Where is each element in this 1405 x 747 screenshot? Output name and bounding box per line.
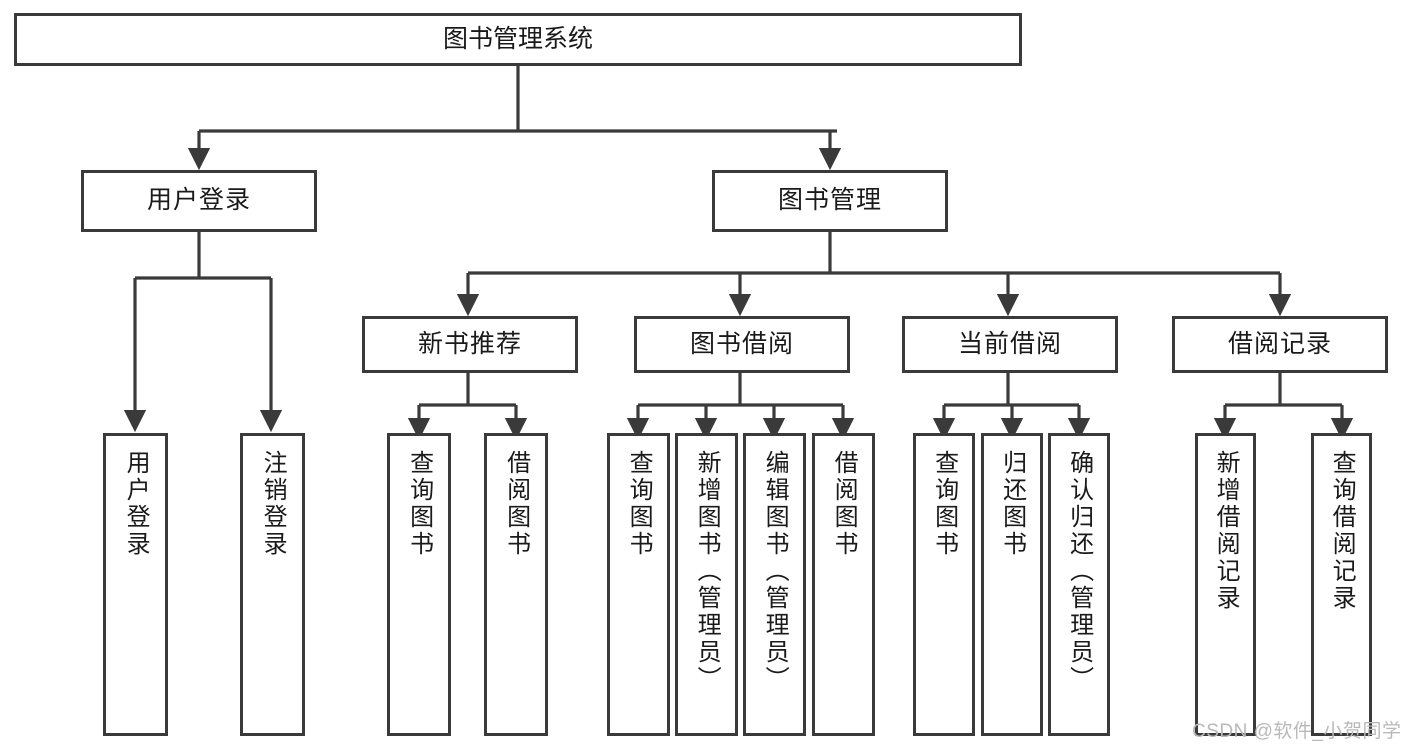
node-user-login-label: 用户登录 (146, 186, 251, 215)
node-borrow-record-label: 借阅记录 (1227, 329, 1332, 358)
leaf-user-login-signin[interactable]: 用户登录 (103, 433, 168, 736)
node-root-label: 图书管理系统 (442, 24, 593, 53)
leaf-label: 新增借阅记录 (1212, 450, 1240, 612)
csdn-watermark: CSDN @软件_小贺同学 (1192, 721, 1402, 742)
node-book-management[interactable]: 图书管理 (712, 170, 948, 232)
leaf-label: 查询图书 (930, 450, 958, 558)
node-book-management-label: 图书管理 (777, 186, 882, 215)
leaf-label: 归还图书 (998, 450, 1026, 558)
leaf-current-borrow-query[interactable]: 查询图书 (913, 433, 975, 736)
leaf-book-borrow-edit[interactable]: 编辑图书（管理员） (743, 433, 806, 736)
leaf-new-book-borrow[interactable]: 借阅图书 (484, 433, 548, 736)
node-borrow-record[interactable]: 借阅记录 (1172, 316, 1388, 373)
leaf-current-borrow-return[interactable]: 归还图书 (981, 433, 1043, 736)
leaf-label: 借阅图书 (830, 450, 858, 558)
leaf-label: 查询图书 (625, 450, 653, 558)
node-root[interactable]: 图书管理系统 (14, 13, 1022, 66)
node-new-book-recommend[interactable]: 新书推荐 (362, 316, 578, 373)
node-new-book-recommend-label: 新书推荐 (417, 329, 522, 358)
node-current-borrow-label: 当前借阅 (957, 329, 1062, 358)
leaf-book-borrow-query[interactable]: 查询图书 (607, 433, 670, 736)
leaf-book-borrow-add[interactable]: 新增图书（管理员） (675, 433, 738, 736)
leaf-user-login-signout[interactable]: 注销登录 (240, 433, 305, 736)
leaf-new-book-query[interactable]: 查询图书 (387, 433, 451, 736)
node-book-borrow-label: 图书借阅 (689, 329, 794, 358)
leaf-label: 编辑图书（管理员） (761, 450, 789, 693)
node-current-borrow[interactable]: 当前借阅 (902, 316, 1118, 373)
leaf-label: 查询图书 (405, 450, 433, 558)
leaf-label: 借阅图书 (502, 450, 530, 558)
leaf-label: 注销登录 (259, 450, 287, 558)
leaf-book-borrow-borrow[interactable]: 借阅图书 (812, 433, 875, 736)
leaf-borrow-record-add[interactable]: 新增借阅记录 (1195, 433, 1256, 736)
node-book-borrow[interactable]: 图书借阅 (634, 316, 850, 373)
leaf-current-borrow-confirm[interactable]: 确认归还（管理员） (1048, 433, 1110, 736)
leaf-borrow-record-query[interactable]: 查询借阅记录 (1311, 433, 1372, 736)
leaf-label: 新增图书（管理员） (693, 450, 721, 693)
node-user-login[interactable]: 用户登录 (81, 170, 317, 232)
leaf-label: 确认归还（管理员） (1065, 450, 1093, 693)
leaf-label: 用户登录 (122, 450, 150, 558)
leaf-label: 查询借阅记录 (1328, 450, 1356, 612)
